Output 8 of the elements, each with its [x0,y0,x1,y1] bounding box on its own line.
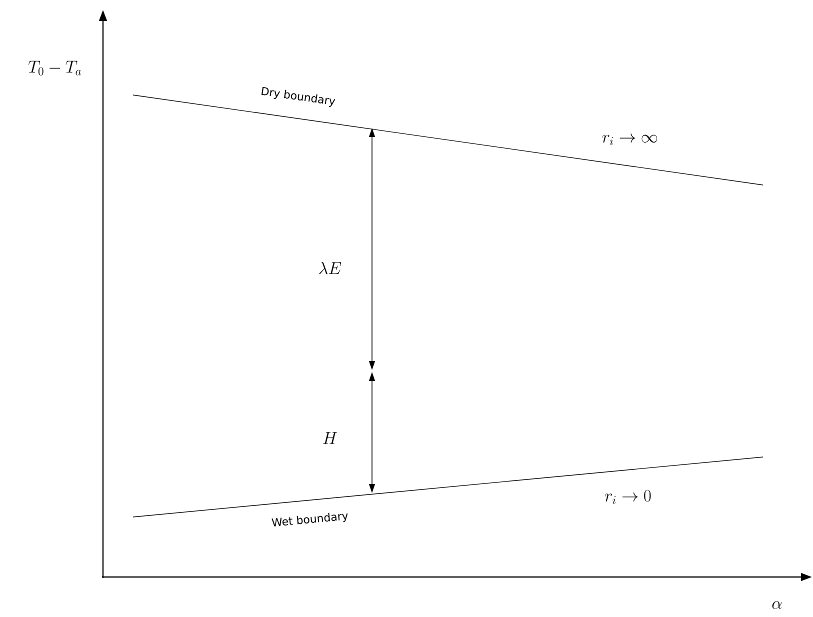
quantity-label: $\lambda E$ [319,262,342,274]
axis-label: $T_0 - T_a$ [28,60,82,76]
line-label: $r_i \to \infty$ [602,134,658,146]
line-label: Wet boundary [272,512,348,526]
line-label: $r_i \to 0$ [605,490,651,504]
axis-label: $\alpha$ [772,601,782,609]
quantity-label: $H$ [323,432,338,444]
line-label: Dry boundary [261,86,336,107]
